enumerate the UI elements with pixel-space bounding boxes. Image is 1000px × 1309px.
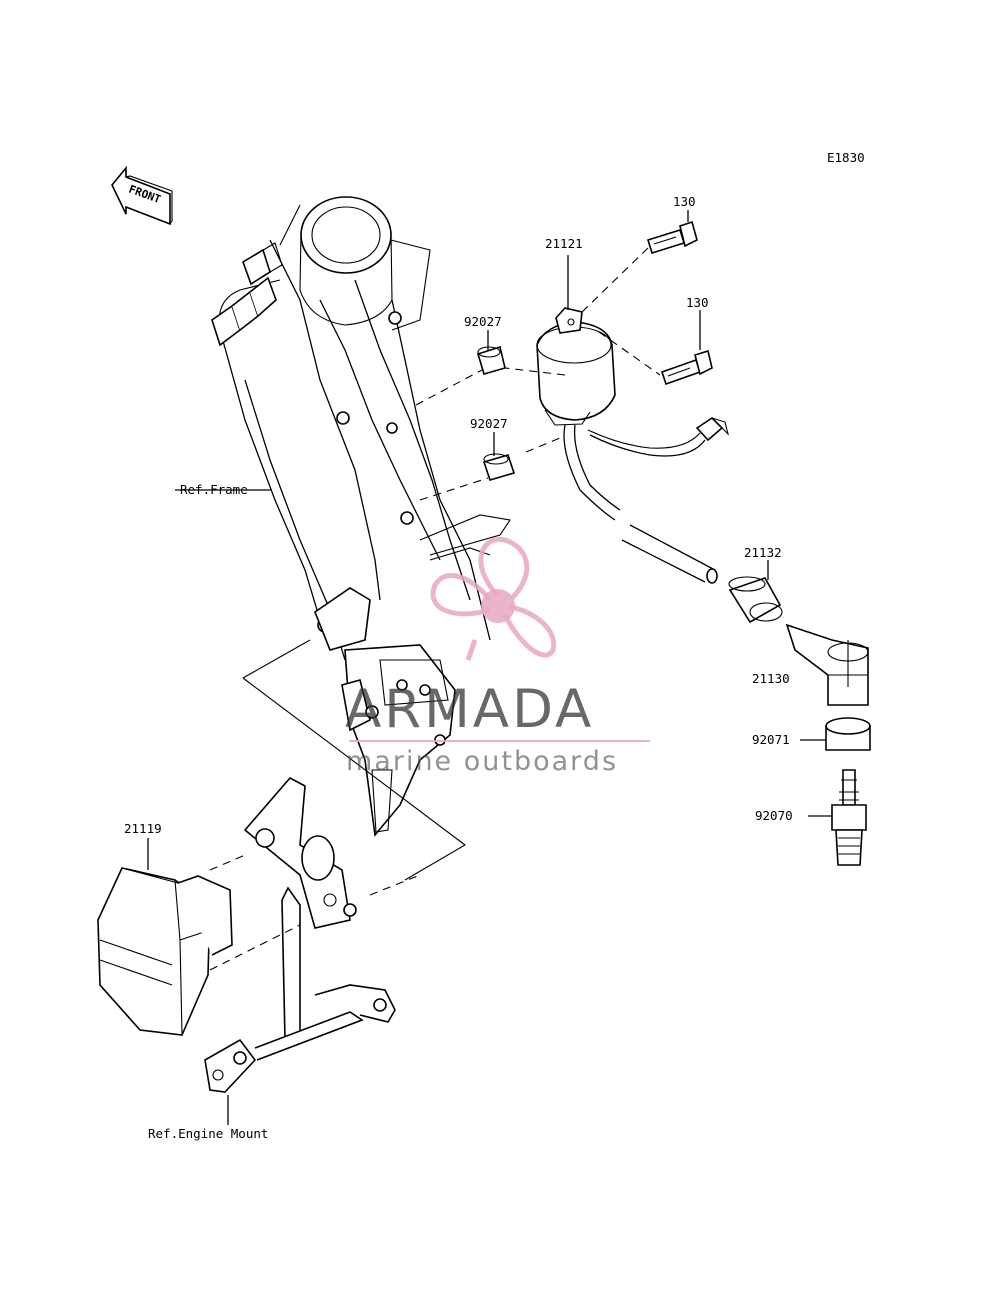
collar-upper	[477, 345, 506, 375]
frame-outline	[211, 196, 511, 881]
seal-92071	[825, 717, 871, 751]
watermark-title: ARMADA	[345, 679, 594, 740]
engine-mount-bracket	[204, 776, 396, 1093]
callout-spark-plug: 92070	[755, 808, 793, 823]
callout-coil: 21121	[545, 236, 583, 251]
plug-cap-21130	[785, 623, 869, 706]
propeller-logo-icon	[430, 537, 557, 661]
front-arrow-icon: FRONT	[111, 165, 173, 226]
spark-plug-92070	[831, 769, 867, 866]
diagram-code: E1830	[827, 150, 865, 165]
callout-collar-lower: 92027	[470, 416, 508, 431]
watermark-subtitle: marine outboards	[346, 746, 618, 777]
bolt-upper	[647, 220, 698, 255]
bolt-lower	[660, 349, 713, 386]
callout-cap-a: 21132	[744, 545, 782, 560]
callout-bolt-lower: 130	[686, 295, 709, 310]
callout-collar-upper: 92027	[464, 314, 502, 329]
igniter-21119	[97, 867, 233, 1036]
leader-lines	[147, 210, 849, 1125]
callout-bolt-upper: 130	[673, 194, 696, 209]
watermark: ARMADA marine outboards	[345, 537, 650, 777]
callout-igniter: 21119	[124, 821, 162, 836]
ignition-coil	[536, 307, 730, 584]
plug-cap-21132	[728, 576, 783, 624]
callout-ref-engine-mount: Ref.Engine Mount	[148, 1126, 268, 1141]
callout-ref-frame: Ref.Frame	[180, 482, 248, 497]
callout-seal: 92071	[752, 732, 790, 747]
callout-cap-b: 21130	[752, 671, 790, 686]
collar-lower	[482, 453, 516, 481]
